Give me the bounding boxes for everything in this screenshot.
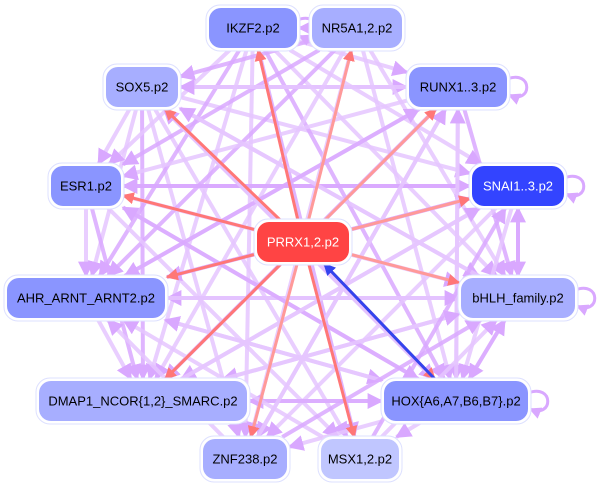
node-ahr[interactable]: AHR_ARNT_ARNT2.p2 <box>3 274 169 322</box>
edge-ahr-runx13 <box>123 107 421 278</box>
node-label: PRRX1,2.p2 <box>267 235 339 250</box>
self-loop-runx13 <box>506 75 529 105</box>
edge-dmap1-bhlh <box>222 310 461 381</box>
self-loop-hox <box>527 389 550 419</box>
node-box <box>39 381 247 421</box>
edge-ikzf2-hox <box>263 49 446 381</box>
node-hox[interactable]: HOX{A6,A7,B6,B7}.p2 <box>380 377 532 425</box>
node-box <box>209 8 297 48</box>
edge-highlight-hox-prrx12 <box>323 262 436 381</box>
node-label: SNAI1..3.p2 <box>483 179 553 194</box>
edge-ahr-dmap1 <box>96 319 133 381</box>
node-box <box>384 381 528 421</box>
edge-prrx-sox5 <box>163 107 282 222</box>
node-box <box>472 166 564 206</box>
node-ikzf2[interactable]: IKZF2.p2 <box>205 4 301 52</box>
edge-prrx-nr5a12 <box>307 48 355 221</box>
edge-znf238-runx13 <box>255 107 448 438</box>
edge-prrx-runx13 <box>323 107 438 222</box>
edge-znf238-bhlh <box>281 318 483 439</box>
edge-prrx-ahr <box>165 252 256 281</box>
node-label: ESR1.p2 <box>60 179 112 194</box>
edge-hox-msx12 <box>395 421 421 439</box>
highlight-edges <box>323 262 436 381</box>
edge-sox5-esr1 <box>96 108 132 166</box>
edge-dmap1-snai13 <box>180 206 482 381</box>
node-box <box>312 8 402 48</box>
node-label: bHLH_family.p2 <box>472 291 564 306</box>
edge-hox-znf238 <box>287 419 383 451</box>
self-loop-snai13 <box>563 174 586 204</box>
node-label: NR5A1,2.p2 <box>322 21 393 36</box>
node-label: IKZF2.p2 <box>226 21 279 36</box>
edge-hox-bhlh <box>467 318 507 381</box>
edge-runx13-esr1 <box>121 98 408 181</box>
edge-prrx-ikzf2 <box>254 48 300 221</box>
node-box <box>409 67 507 107</box>
node-label: SOX5.p2 <box>116 80 169 95</box>
node-prrx12[interactable]: PRRX1,2.p2 <box>253 218 353 266</box>
edge-bhlh-sox5 <box>178 106 480 278</box>
edge-hox-runx13 <box>449 107 466 380</box>
node-box <box>51 166 121 206</box>
edge-prrx-bhlh <box>350 253 461 286</box>
edge-nr5a12-esr1 <box>121 48 321 167</box>
node-dmap1[interactable]: DMAP1_NCOR{1,2}_SMARC.p2 <box>35 377 251 425</box>
edge-prrx-dmap1 <box>164 262 282 381</box>
edge-prrx-snai13 <box>350 195 472 231</box>
edge-prrx-msx12 <box>307 263 358 439</box>
node-sox5[interactable]: SOX5.p2 <box>102 63 182 111</box>
node-bhlh[interactable]: bHLH_family.p2 <box>457 274 579 322</box>
node-esr1[interactable]: ESR1.p2 <box>47 162 125 210</box>
node-box <box>7 278 165 318</box>
node-runx13[interactable]: RUNX1..3.p2 <box>405 63 511 111</box>
node-box <box>321 439 399 479</box>
node-label: RUNX1..3.p2 <box>420 80 497 95</box>
node-label: HOX{A6,A7,B6,B7}.p2 <box>391 394 520 409</box>
node-nr5a12[interactable]: NR5A1,2.p2 <box>308 4 406 52</box>
node-label: AHR_ARNT_ARNT2.p2 <box>17 291 155 306</box>
node-msx12[interactable]: MSX1,2.p2 <box>317 435 403 483</box>
node-znf238[interactable]: ZNF238.p2 <box>199 435 291 483</box>
self-loop-bhlh <box>574 286 597 316</box>
edge-sox5-msx12 <box>153 107 349 439</box>
edge-prrx-esr1 <box>121 192 256 232</box>
node-box <box>461 278 575 318</box>
node-label: MSX1,2.p2 <box>328 452 392 467</box>
edge-hox-esr1 <box>121 205 420 381</box>
node-label: ZNF238.p2 <box>212 452 277 467</box>
edge-prrx-znf238 <box>247 263 299 439</box>
node-snai13[interactable]: SNAI1..3.p2 <box>468 162 568 210</box>
edge-ikzf2-znf238 <box>237 49 255 439</box>
node-box <box>257 222 349 262</box>
self-loops <box>296 16 597 419</box>
node-box <box>106 67 178 107</box>
node-label: DMAP1_NCOR{1,2}_SMARC.p2 <box>48 394 237 409</box>
node-box <box>203 439 287 479</box>
